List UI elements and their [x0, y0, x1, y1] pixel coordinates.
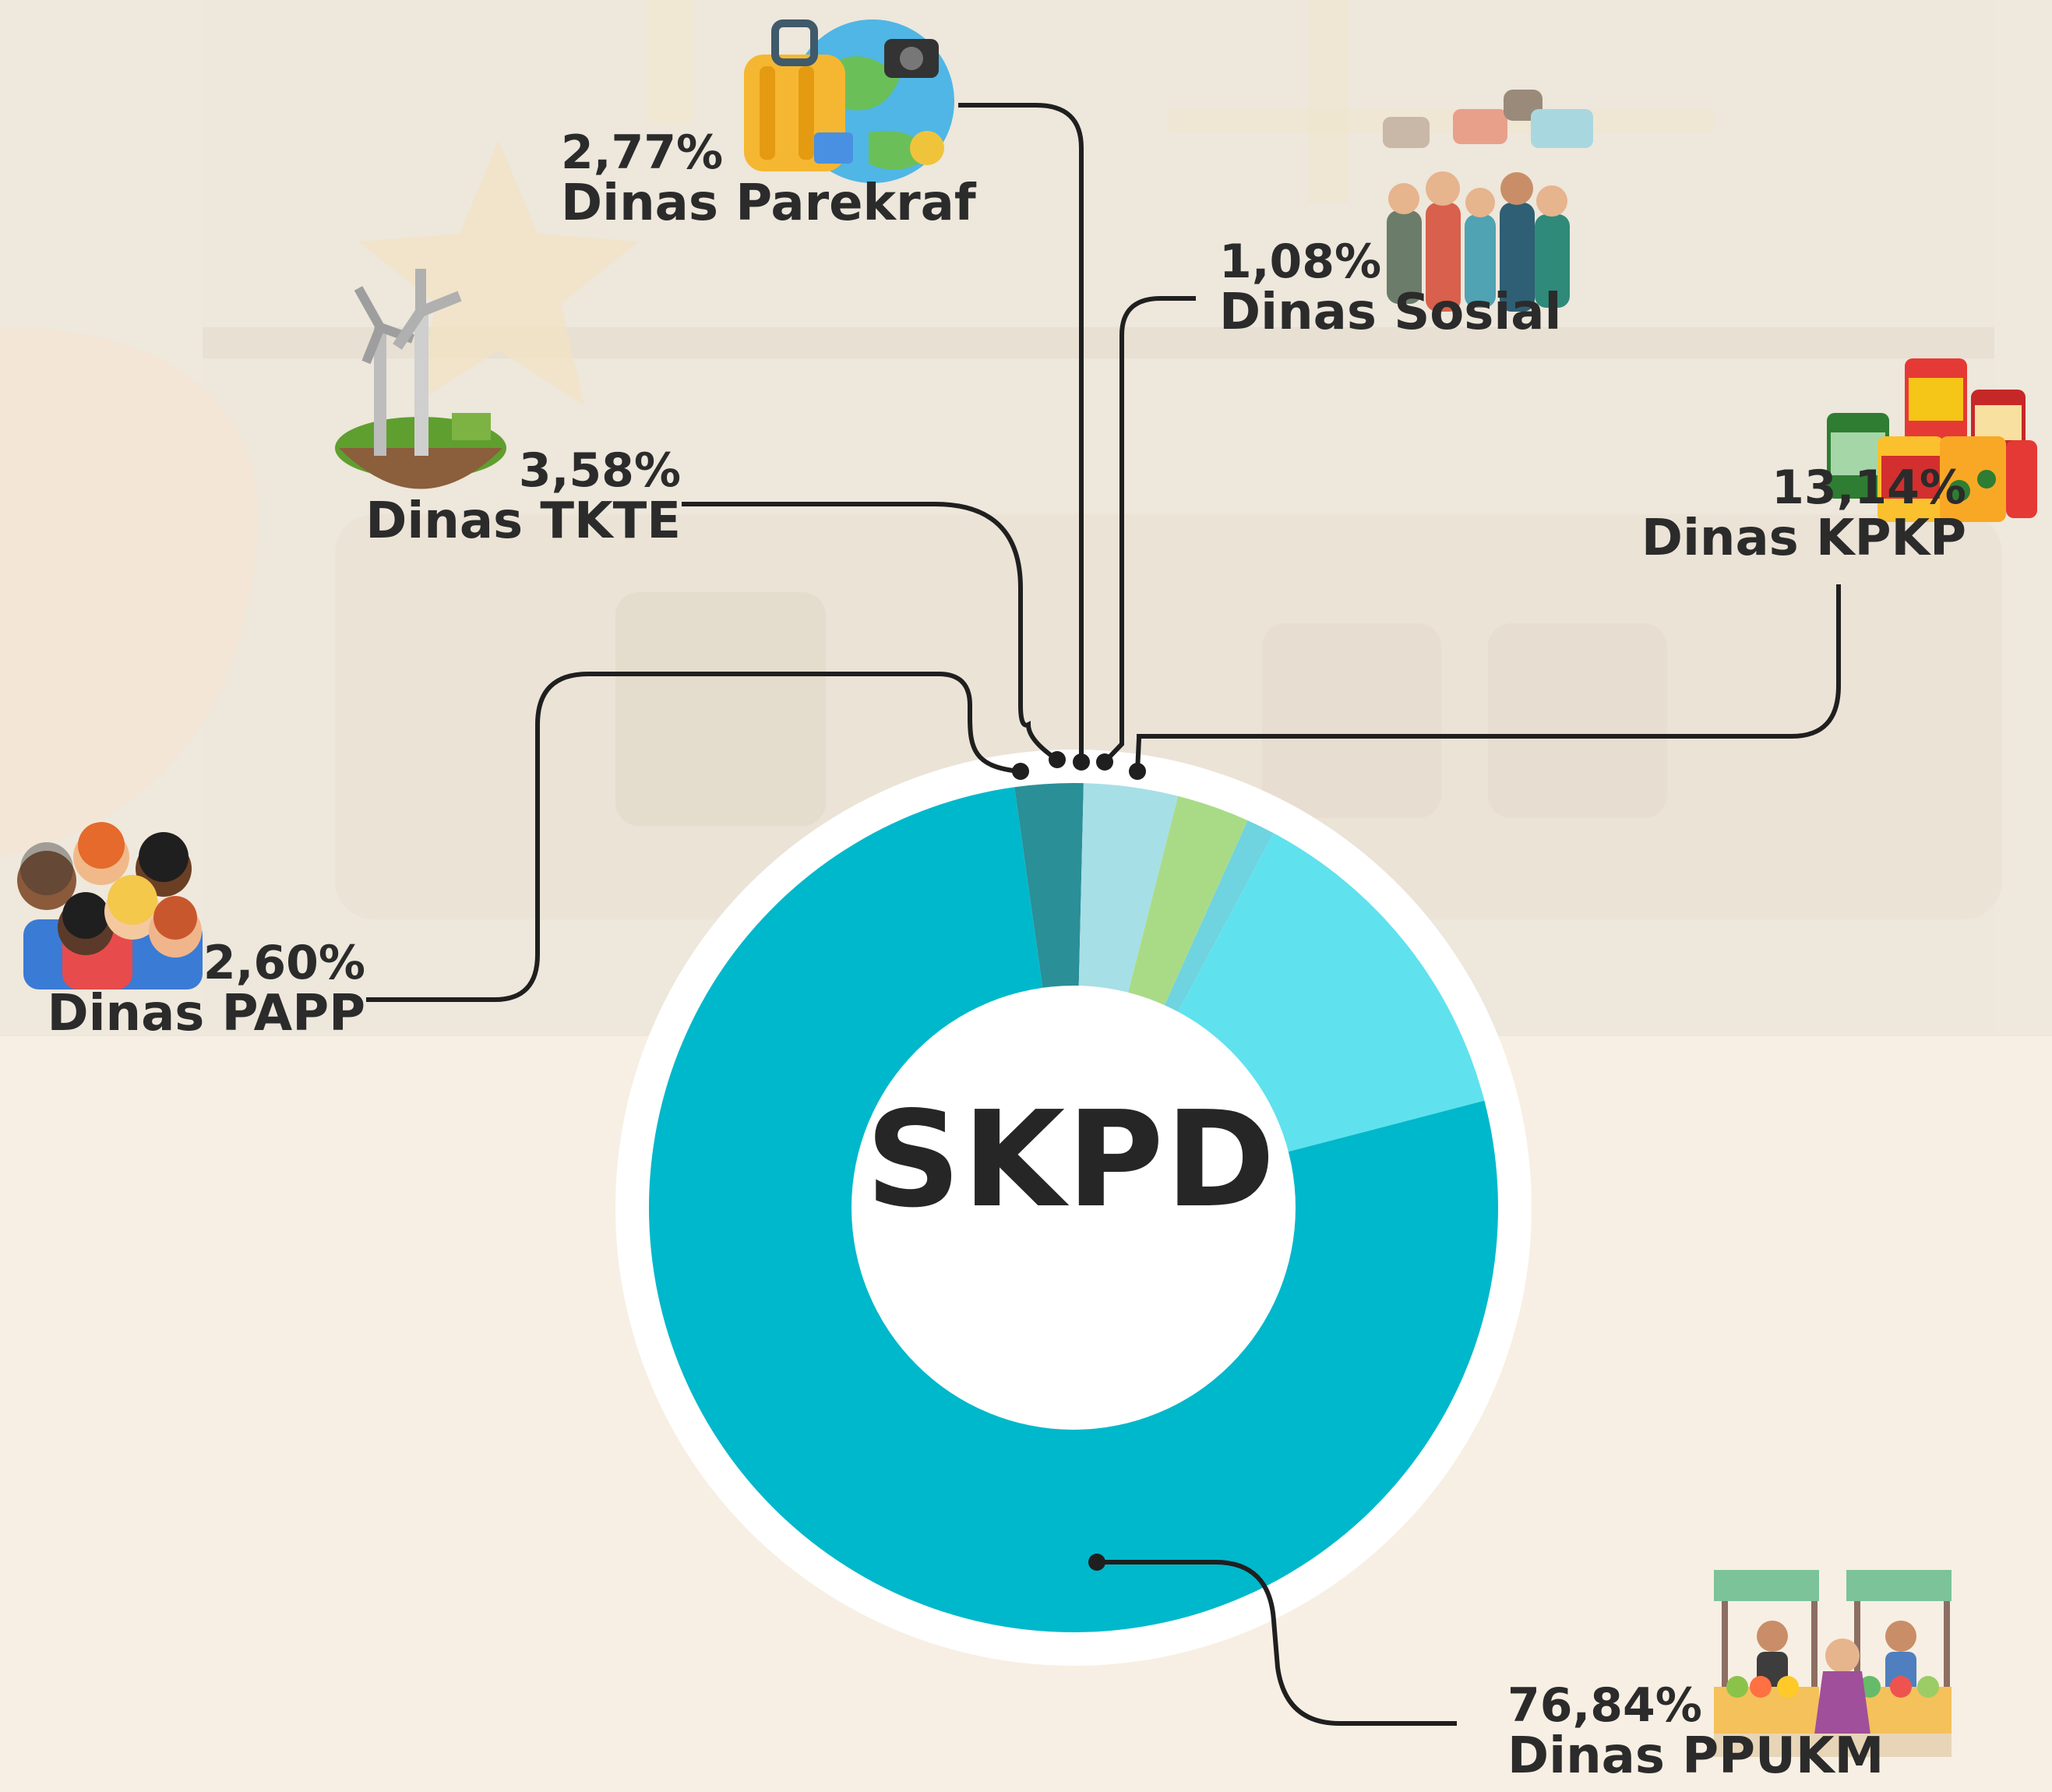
label-name: Dinas KPKP — [1641, 510, 1966, 567]
leader-line — [682, 502, 1059, 762]
label-value: 2,77% — [561, 125, 724, 180]
label-name: Dinas Parekraf — [561, 175, 976, 232]
label-dinas-parekraf: 2,77% Dinas Parekraf — [561, 129, 976, 230]
travel-globe-suitcase-icon — [744, 19, 954, 183]
canned-food-icon — [1827, 358, 2037, 522]
leader-dot — [1073, 753, 1090, 771]
leader-line — [1135, 584, 1841, 772]
label-value: 2,60% — [203, 936, 365, 990]
label-dinas-kpkp: 13,14% Dinas KPKP — [1641, 464, 1966, 565]
people-talking-icon — [1383, 90, 1593, 312]
label-dinas-papp: 2,60% Dinas PAPP — [47, 939, 365, 1040]
leader-line — [958, 103, 1084, 762]
leader-dot — [1088, 1554, 1105, 1571]
label-value: 76,84% — [1507, 1678, 1702, 1733]
wind-turbine-island-icon — [335, 269, 506, 489]
label-name: Dinas PPUKM — [1507, 1727, 1885, 1785]
label-value: 3,58% — [518, 443, 681, 498]
leader-line — [366, 672, 1021, 1002]
label-name: Dinas PAPP — [47, 985, 365, 1042]
children-group-icon — [17, 822, 203, 989]
leader-dot — [1129, 763, 1146, 780]
label-dinas-sosial: 1,08% Dinas Sosial — [1219, 238, 1561, 339]
label-value: 13,14% — [1772, 460, 1966, 515]
leader-dot — [1049, 751, 1066, 768]
label-name: Dinas Sosial — [1219, 284, 1562, 341]
center-label: SKPD — [866, 1083, 1277, 1237]
donut-center-hole — [851, 986, 1296, 1430]
market-stall-icon — [1714, 1570, 1952, 1757]
leader-dot — [1096, 753, 1113, 771]
leader-dot — [1012, 763, 1029, 780]
label-value: 1,08% — [1219, 235, 1382, 289]
label-dinas-tkte: 3,58% Dinas TKTE — [365, 446, 681, 548]
leader-line — [1102, 296, 1196, 764]
label-name: Dinas TKTE — [365, 492, 681, 550]
leader-line — [1097, 1560, 1457, 1726]
label-dinas-ppukm: 76,84% Dinas PPUKM — [1507, 1681, 1884, 1783]
